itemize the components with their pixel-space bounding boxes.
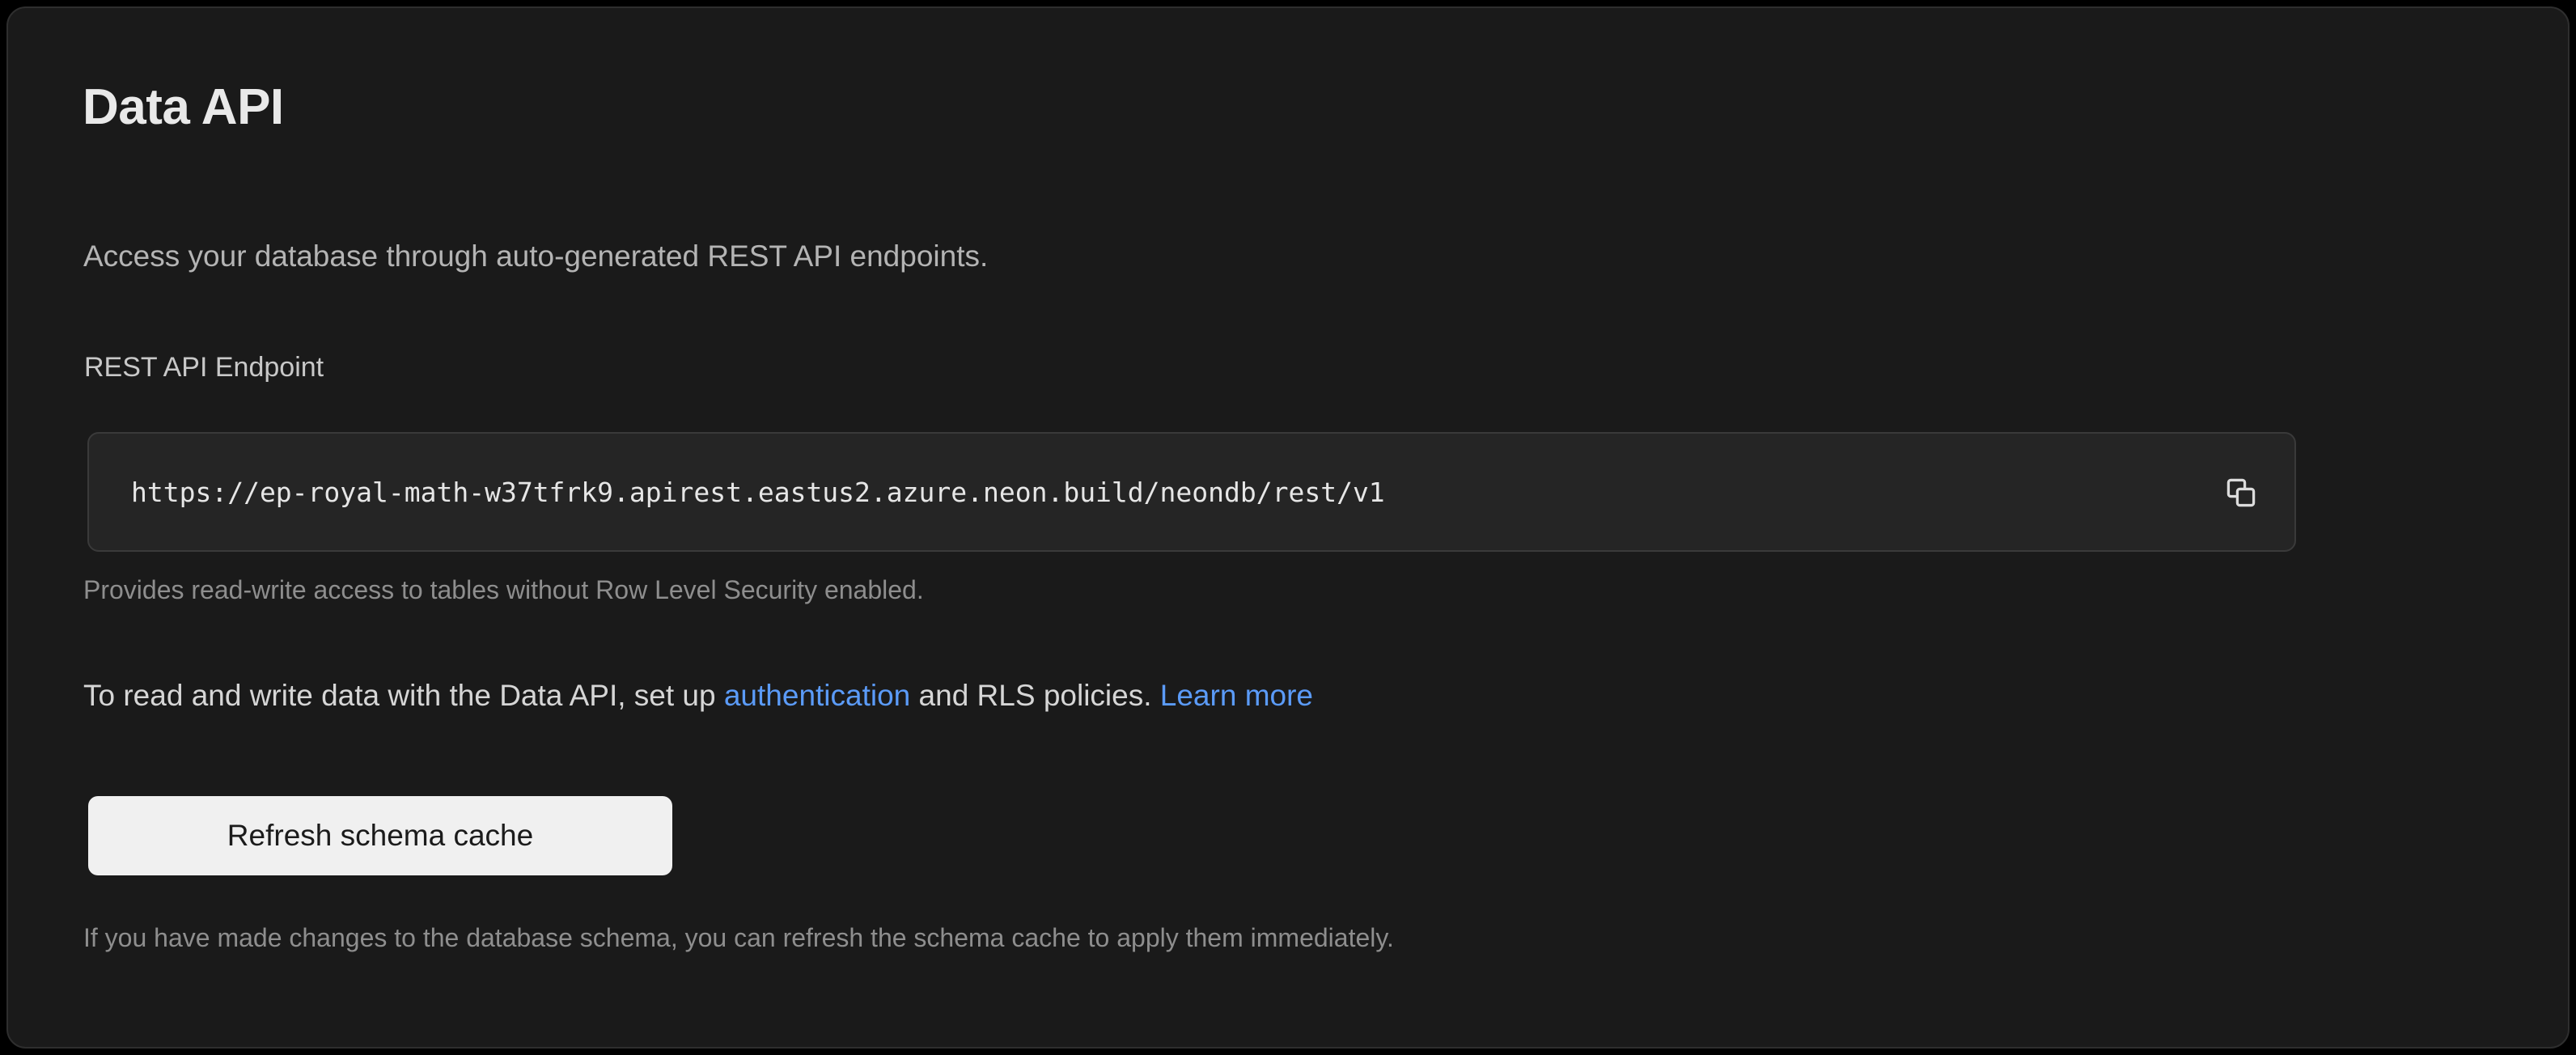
- refresh-schema-cache-button[interactable]: Refresh schema cache: [88, 796, 672, 875]
- setup-instructions-paragraph: To read and write data with the Data API…: [83, 678, 1313, 714]
- paragraph-text-before: To read and write data with the Data API…: [83, 679, 724, 712]
- rest-api-endpoint-value[interactable]: https://ep-royal-math-w37tfrk9.apirest.e…: [131, 434, 2173, 550]
- copy-icon: [2223, 475, 2259, 511]
- authentication-link[interactable]: authentication: [724, 679, 910, 712]
- copy-endpoint-button[interactable]: [2220, 472, 2262, 514]
- endpoint-helper-text: Provides read-write access to tables wit…: [83, 574, 924, 605]
- card-subtitle: Access your database through auto-genera…: [83, 239, 988, 274]
- rest-api-endpoint-label: REST API Endpoint: [84, 351, 324, 384]
- paragraph-text-between: and RLS policies.: [910, 679, 1160, 712]
- data-api-card: Data API Access your database through au…: [6, 6, 2570, 1049]
- page-title: Data API: [83, 83, 284, 133]
- refresh-helper-text: If you have made changes to the database…: [83, 922, 1394, 953]
- learn-more-link[interactable]: Learn more: [1160, 679, 1313, 712]
- rest-api-endpoint-field[interactable]: https://ep-royal-math-w37tfrk9.apirest.e…: [87, 432, 2296, 552]
